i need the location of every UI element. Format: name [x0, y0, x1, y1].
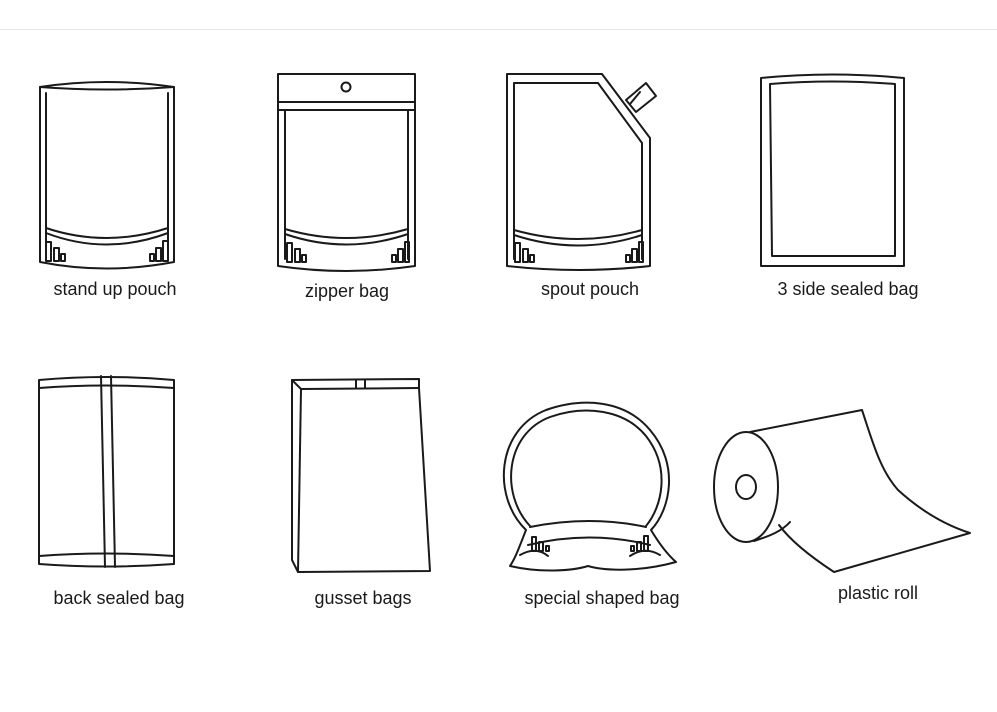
top-divider: [0, 29, 997, 30]
stand-up-pouch-icon: [39, 81, 175, 270]
item-label-back-sealed-bag: back sealed bag: [53, 588, 185, 608]
plastic-roll-icon: [713, 409, 971, 573]
item-label-spout-pouch: spout pouch: [540, 279, 640, 299]
item-label-gusset-bags: gusset bags: [314, 588, 412, 608]
item-label-three-side-sealed-bag: 3 side sealed bag: [777, 279, 919, 299]
three-side-sealed-bag-icon: [760, 73, 905, 267]
item-label-stand-up-pouch: stand up pouch: [53, 279, 177, 299]
item-label-special-shaped-bag: special shaped bag: [524, 588, 680, 608]
gusset-bags-icon: [291, 378, 431, 573]
zipper-bag-icon: [277, 73, 416, 272]
back-sealed-bag-icon: [38, 375, 175, 568]
item-label-zipper-bag: zipper bag: [304, 281, 390, 301]
item-label-plastic-roll: plastic roll: [837, 583, 919, 603]
special-shaped-bag-icon: [502, 401, 677, 572]
spout-pouch-icon: [506, 73, 657, 271]
